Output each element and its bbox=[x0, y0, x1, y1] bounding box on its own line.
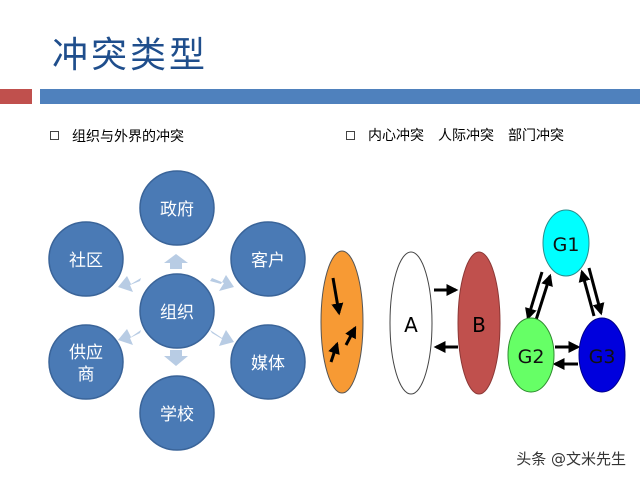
title-accent-blue bbox=[40, 89, 640, 104]
square-bullet-icon bbox=[50, 131, 59, 140]
arrow-g1-to-g3 bbox=[587, 267, 605, 316]
label-g2: G2 bbox=[518, 346, 545, 368]
circle-organization: 组织 bbox=[139, 273, 215, 349]
circle-school: 学校 bbox=[139, 375, 215, 451]
slide-title: 冲突类型 bbox=[52, 35, 209, 76]
circle-government: 政府 bbox=[139, 170, 215, 246]
arrow-to-school bbox=[164, 350, 188, 366]
label-media: 媒体 bbox=[251, 354, 285, 374]
label-person-a: A bbox=[404, 313, 418, 337]
circle-community: 社区 bbox=[48, 221, 124, 297]
arrow-g3-to-g1 bbox=[578, 269, 596, 317]
square-bullet-icon bbox=[346, 131, 355, 140]
title-accent-red bbox=[0, 89, 32, 104]
label-person-b: B bbox=[472, 313, 486, 337]
circle-supplier: 供应 商 bbox=[48, 324, 124, 400]
internal-arrow-up-right bbox=[344, 325, 357, 346]
label-school: 学校 bbox=[160, 405, 194, 425]
center-arrows bbox=[118, 254, 234, 366]
internal-conflict bbox=[320, 250, 364, 394]
arrow-g1-to-g2 bbox=[525, 271, 544, 321]
arrow-to-supplier bbox=[118, 329, 141, 345]
bullet-external-text: 组织与外界的冲突 bbox=[72, 129, 184, 145]
person-b-ellipse bbox=[457, 251, 501, 395]
group-g2-ellipse bbox=[507, 317, 555, 393]
group-g3-ellipse bbox=[578, 317, 626, 393]
arrow-g2-to-g1 bbox=[534, 273, 553, 321]
bullet-internal-text: 内心冲突 人际冲突 部门冲突 bbox=[368, 128, 564, 144]
internal-arrow-up-left bbox=[328, 341, 340, 363]
label-organization: 组织 bbox=[160, 303, 194, 323]
person-a-ellipse bbox=[389, 251, 433, 395]
label-supplier-line1: 供应 bbox=[69, 343, 103, 363]
arrow-to-media bbox=[210, 330, 234, 346]
internal-arrow-down bbox=[331, 277, 344, 316]
arrow-to-customer bbox=[210, 275, 234, 291]
label-g3: G3 bbox=[589, 346, 616, 368]
group-g1-ellipse bbox=[542, 209, 590, 277]
label-customer: 客户 bbox=[251, 251, 285, 271]
label-supplier-line2: 商 bbox=[78, 365, 95, 385]
circle-customer: 客户 bbox=[230, 221, 306, 297]
interpersonal-conflict: A B bbox=[389, 251, 501, 395]
label-government: 政府 bbox=[160, 200, 194, 220]
label-g1: G1 bbox=[553, 234, 580, 256]
circle-media: 媒体 bbox=[230, 324, 306, 400]
watermark: 头条 @文米先生 bbox=[516, 450, 626, 468]
arrow-to-government bbox=[164, 254, 188, 269]
arrow-to-community bbox=[118, 276, 141, 292]
label-community: 社区 bbox=[69, 251, 103, 271]
department-conflict: G1 G2 G3 bbox=[507, 209, 626, 393]
